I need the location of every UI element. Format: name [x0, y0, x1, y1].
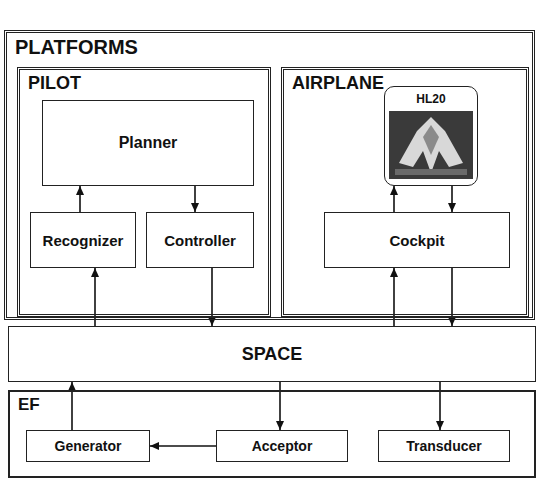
platforms-panel: PLATFORMS PILOT PlannerRecognizer Controlle… — [4, 30, 535, 320]
panel-heading: AIRPLANE — [292, 73, 384, 94]
box-label: SPACE — [242, 344, 303, 365]
box-label: HL20 — [385, 92, 477, 106]
box-label: Generator — [55, 438, 122, 454]
flow-arrow — [451, 186, 453, 212]
aircraft-image-box: HL20 — [384, 86, 478, 186]
flow-arrow — [393, 186, 395, 212]
airplane-panel: AIRPLANEHL20Cockpit — [281, 67, 529, 317]
flow-arrow — [194, 186, 196, 212]
box-label: Transducer — [406, 438, 481, 454]
panel-heading: PILOT — [28, 73, 81, 94]
cockpit-box: Cockpit — [324, 212, 510, 268]
box-label: Planner — [119, 134, 178, 152]
box-label: Cockpit — [389, 232, 444, 249]
box-label: Recognizer — [43, 232, 124, 249]
planner-box: Planner — [42, 100, 254, 186]
flow-arrow — [150, 445, 216, 447]
recognizer-box: Recognizer — [30, 212, 136, 268]
acceptor-box: Acceptor — [216, 430, 348, 462]
transducer-box: Transducer — [378, 430, 510, 462]
controller-box: Controller — [146, 212, 254, 268]
generator-box: Generator — [26, 430, 150, 462]
aircraft-illustration — [389, 111, 473, 179]
box-label: Acceptor — [252, 438, 313, 454]
flow-arrow — [79, 186, 81, 212]
space-bus: SPACE — [8, 326, 536, 382]
pilot-panel: PILOT PlannerRecognizer Controller — [17, 67, 271, 317]
panel-heading: PLATFORMS — [15, 36, 138, 59]
box-label: Controller — [164, 232, 236, 249]
panel-heading: EF — [18, 395, 40, 415]
ef-panel: EF Generator Acceptor Transducer — [8, 390, 536, 478]
